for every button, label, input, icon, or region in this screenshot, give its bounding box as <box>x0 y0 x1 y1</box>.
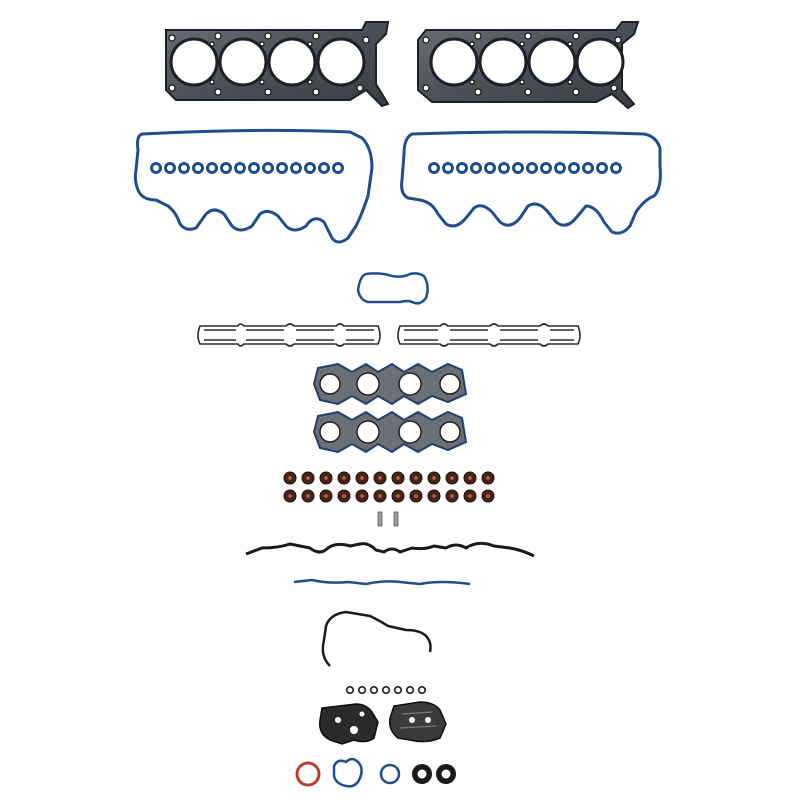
spark-plug-tube-seals-right <box>428 162 622 174</box>
thermostat-gasket <box>332 757 363 788</box>
timing-cover-gasket-black <box>245 541 535 558</box>
exhaust-manifold-gasket-lower <box>312 410 468 454</box>
dowel-pins <box>377 511 399 527</box>
valve-cover-gasket-right <box>400 130 662 235</box>
camshaft-seal-left <box>412 764 432 784</box>
spark-plug-tube-seals-left <box>150 162 344 174</box>
blue-o-ring <box>379 763 401 785</box>
head-gasket-left <box>165 21 390 108</box>
valve-stem-seals <box>283 471 495 503</box>
exhaust-manifold-gasket-upper <box>312 362 468 406</box>
throttle-body-gasket <box>356 272 429 305</box>
valve-stem-seal-centers <box>288 476 490 498</box>
timing-cover-gasket-blue <box>293 578 471 586</box>
water-pump-gasket-right <box>388 701 447 743</box>
intake-manifold-gasket-right <box>397 323 581 347</box>
intake-manifold-gasket-left <box>197 323 381 347</box>
front-cover-gasket <box>321 610 432 667</box>
head-gasket-right <box>417 21 640 110</box>
valve-cover-gasket-left <box>133 128 374 244</box>
orange-o-ring <box>295 761 321 787</box>
small-o-rings <box>345 685 426 694</box>
camshaft-seal-right <box>436 764 456 784</box>
water-pump-gasket-left <box>318 703 379 745</box>
